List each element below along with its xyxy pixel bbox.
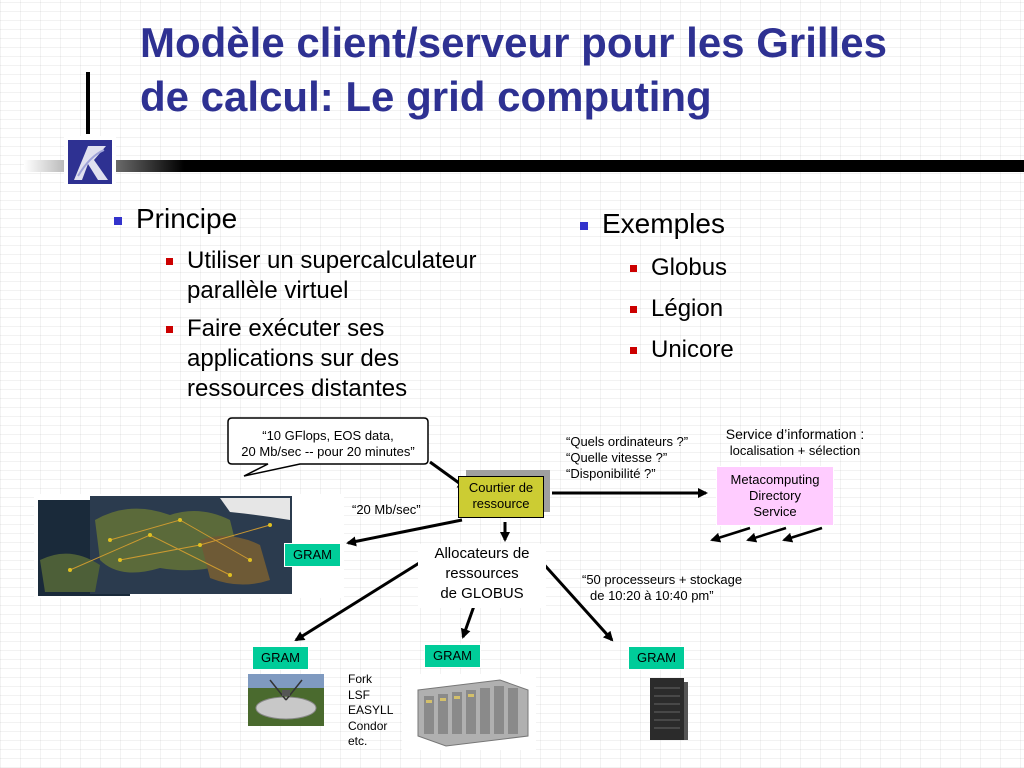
gram-box-server: GRAM <box>628 646 685 670</box>
question-3: “Disponibilité ?” <box>566 466 656 481</box>
exemple-item-globus: Globus <box>630 253 727 283</box>
arrow-allocators-to-gram-3 <box>538 558 614 642</box>
square-bullet-icon <box>166 258 173 265</box>
square-bullet-icon <box>580 221 588 230</box>
principe-heading: Principe <box>136 203 238 234</box>
world-map-image <box>34 494 344 598</box>
info-service-line-2: localisation + sélection <box>729 443 861 458</box>
reservation-line-2: de 10:20 à 10:40 pm” <box>590 588 714 603</box>
globus-allocators-box: Allocateurs de ressources de GLOBUS <box>418 544 546 608</box>
mds-arrow-3 <box>782 526 823 543</box>
principe-item-2-line-1: Faire exécuter ses <box>187 315 385 342</box>
gram-box-map: GRAM <box>284 543 341 567</box>
scheduler-etc: etc. <box>348 734 368 748</box>
request-callout-bubble <box>227 417 429 477</box>
slide-title: Modèle client/serveur pour les Grilles d… <box>140 16 1000 124</box>
square-bullet-icon <box>630 347 637 355</box>
exemples-heading: Exemples <box>602 208 725 239</box>
principe-item-2-line-2: applications sur des <box>187 345 400 372</box>
callout-line-2: 20 Mb/sec -- pour 20 minutes” <box>241 444 415 459</box>
broker-questions: “Quels ordinateurs ?” “Quelle vitesse ?”… <box>566 434 688 482</box>
allocators-line-2: ressources <box>445 565 519 582</box>
exemple-label-globus: Globus <box>651 254 728 281</box>
principe-item-2-line-3: ressources distantes <box>187 375 408 402</box>
square-bullet-icon <box>630 265 637 273</box>
scheduler-condor: Condor <box>348 718 388 733</box>
mds-arrow-2 <box>746 526 787 543</box>
arrow-broker-to-gram-left <box>346 518 463 547</box>
request-callout-text: “10 GFlops, EOS data, 20 Mb/sec -- pour … <box>230 428 426 460</box>
square-bullet-icon <box>114 216 122 225</box>
title-horizontal-bar <box>24 160 1024 172</box>
callout-line-1: “10 GFlops, EOS data, <box>262 428 394 443</box>
title-line-1: Modèle client/serveur pour les Grilles <box>140 19 887 66</box>
server-tower-image <box>650 678 688 740</box>
question-1: “Quels ordinateurs ?” <box>566 434 689 449</box>
scheduler-easyll: EASYLL <box>348 703 394 717</box>
exemple-item-unicore: Unicore <box>630 335 734 365</box>
mds-arrow-1 <box>710 526 751 543</box>
metacomputing-directory-service-box: Metacomputing Directory Service <box>716 466 834 526</box>
gram-box-telescope: GRAM <box>252 646 309 670</box>
principe-heading-item: Principe <box>114 203 237 235</box>
info-service-line-1: Service d’information : <box>725 426 865 442</box>
principe-item-1-line-2: parallèle virtuel <box>187 277 349 304</box>
mds-line-2: Directory <box>748 488 801 503</box>
radio-telescope-image <box>248 674 324 726</box>
reservation-request: “50 processeurs + stockage de 10:20 à 10… <box>582 572 742 604</box>
resource-broker-box: Courtier de ressource <box>458 476 544 518</box>
exemples-heading-item: Exemples <box>580 208 725 240</box>
arrow-allocators-to-gram-2 <box>460 605 476 639</box>
principe-item-1: Utiliser un supercalculateur parallèle v… <box>166 246 476 306</box>
reservation-line-1: “50 processeurs + stockage <box>582 572 743 587</box>
exemple-label-legion: Légion <box>651 295 724 322</box>
allocators-line-3: de GLOBUS <box>440 585 524 602</box>
square-bullet-icon <box>630 306 637 314</box>
broker-line-2: ressource <box>472 496 530 511</box>
title-vertical-bar <box>86 72 90 134</box>
square-bullet-icon <box>166 326 173 333</box>
inria-logo <box>64 136 116 188</box>
info-service-label: Service d’information : localisation + s… <box>700 425 890 459</box>
allocators-line-1: Allocateurs de <box>434 545 530 562</box>
exemple-label-unicore: Unicore <box>651 336 734 363</box>
gram-box-racks: GRAM <box>424 644 481 668</box>
broker-line-1: Courtier de <box>468 480 534 495</box>
local-schedulers-list: Fork LSF EASYLL Condor etc. <box>348 672 393 750</box>
mds-line-1: Metacomputing <box>730 472 820 487</box>
scheduler-fork: Fork <box>348 672 372 686</box>
question-2: “Quelle vitesse ?” <box>566 450 668 465</box>
server-racks-image <box>402 674 536 750</box>
scheduler-lsf: LSF <box>348 687 371 702</box>
mds-line-3: Service <box>753 504 797 519</box>
exemple-item-legion: Légion <box>630 294 723 324</box>
principe-item-1-line-1: Utiliser un supercalculateur <box>187 247 477 274</box>
bandwidth-label: “20 Mb/sec” <box>352 502 421 517</box>
arrow-allocators-to-gram-1 <box>294 558 425 642</box>
title-line-2: de calcul: Le grid computing <box>140 73 712 120</box>
principe-item-2: Faire exécuter ses applications sur des … <box>166 314 407 404</box>
